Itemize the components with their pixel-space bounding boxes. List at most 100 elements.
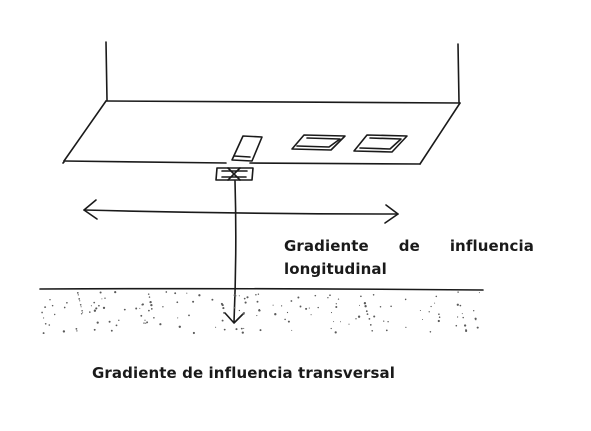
ground-dot <box>335 305 338 309</box>
ground-dot <box>176 301 179 304</box>
ground-dot <box>272 304 274 306</box>
ground-dot <box>93 309 97 312</box>
ground-dot <box>78 298 81 300</box>
ground-dot <box>287 320 290 323</box>
ground-dot <box>297 296 300 299</box>
ground-dot <box>365 310 368 313</box>
ground-dot <box>148 309 150 312</box>
ground-dot <box>310 314 312 316</box>
ground-dot <box>258 309 261 312</box>
floor-slab <box>62 100 461 165</box>
ground-dot <box>233 306 236 309</box>
ground-dot <box>366 313 369 315</box>
ground-dot <box>238 309 241 312</box>
ground-dot <box>54 313 56 316</box>
ground-dot <box>291 329 293 331</box>
ground-dot <box>290 300 293 302</box>
ground-dot <box>256 315 258 317</box>
ground-dot <box>241 331 244 334</box>
ground-dot <box>140 314 143 317</box>
ground-dot <box>461 313 463 315</box>
ground-dot <box>221 304 224 307</box>
ground-dot <box>314 294 317 297</box>
ground-dot <box>256 300 259 303</box>
ground-dot <box>66 301 68 304</box>
ground-dot <box>363 302 367 305</box>
ground-dot <box>364 305 367 308</box>
ground-dot <box>379 306 382 308</box>
ground-dot <box>465 329 468 332</box>
ground-dot <box>104 297 106 299</box>
ground-dot <box>383 320 385 322</box>
ground-dot <box>41 311 43 314</box>
ground-dot <box>143 322 145 324</box>
ground-dot <box>327 297 329 299</box>
ground-dot <box>348 323 350 325</box>
ground-dot <box>457 316 459 318</box>
ground-texture <box>41 291 480 335</box>
ground-dot <box>114 291 117 294</box>
ground-dot <box>76 330 78 332</box>
longitudinal-gradient-label: Gradiente de influencia longitudinal <box>284 235 534 281</box>
ground-dot <box>222 307 225 310</box>
source-opening <box>215 135 263 181</box>
ground-dot <box>371 329 374 332</box>
ground-dot <box>77 294 79 296</box>
ground-dot <box>475 319 477 321</box>
ground-dot <box>390 305 392 308</box>
ground-dot <box>457 291 459 293</box>
ground-dot <box>186 292 188 294</box>
ground-dot <box>243 327 245 329</box>
ground-dot <box>463 324 467 327</box>
ground-dot <box>49 298 51 301</box>
ground-dot <box>478 292 480 294</box>
ground-dot <box>162 306 164 308</box>
ground-dot <box>223 311 226 314</box>
ground-dot <box>63 306 66 309</box>
ground-dot <box>90 305 92 307</box>
label-word-1: Gradiente <box>284 237 369 255</box>
ground-dot <box>329 294 331 297</box>
ground-dot <box>337 298 340 300</box>
ground-dot <box>98 304 100 307</box>
ground-dot <box>48 324 51 326</box>
ground-dot <box>330 327 332 330</box>
ground-dot <box>284 318 286 321</box>
ground-dot <box>428 311 430 313</box>
ground-dot <box>146 321 149 324</box>
ground-dot <box>174 292 177 295</box>
ground-dot <box>95 307 98 310</box>
ground-dot <box>360 295 362 298</box>
ground-dot <box>257 293 260 295</box>
ground-dot <box>110 329 113 332</box>
ground-dot <box>150 308 153 310</box>
ground-dot <box>76 292 79 294</box>
ground-dot <box>44 306 47 309</box>
ground-dot <box>93 328 96 331</box>
ground-dot <box>51 304 54 307</box>
ground-dot <box>473 310 475 312</box>
skylight-left <box>291 134 346 151</box>
ground-dot <box>235 328 238 331</box>
ground-dot <box>358 304 361 306</box>
ground-dot <box>141 303 143 306</box>
ground-dot <box>108 320 111 323</box>
ground-dot <box>177 317 179 319</box>
ground-dot <box>465 328 467 331</box>
label-word-3: influencia <box>449 237 534 255</box>
longitudinal-arrow <box>83 199 399 224</box>
ground-dot <box>244 301 247 304</box>
ground-dot <box>165 291 168 293</box>
ground-line <box>39 287 484 291</box>
ground-dot <box>44 322 47 325</box>
ground-dot <box>373 315 376 318</box>
ground-dot <box>330 312 333 314</box>
ground-dot <box>80 306 82 308</box>
ground-dot <box>144 319 146 321</box>
ground-dot <box>240 327 243 330</box>
ground-dot <box>123 308 126 311</box>
ground-dot <box>93 301 96 304</box>
ground-dot <box>421 318 424 321</box>
ground-dot <box>198 294 201 297</box>
